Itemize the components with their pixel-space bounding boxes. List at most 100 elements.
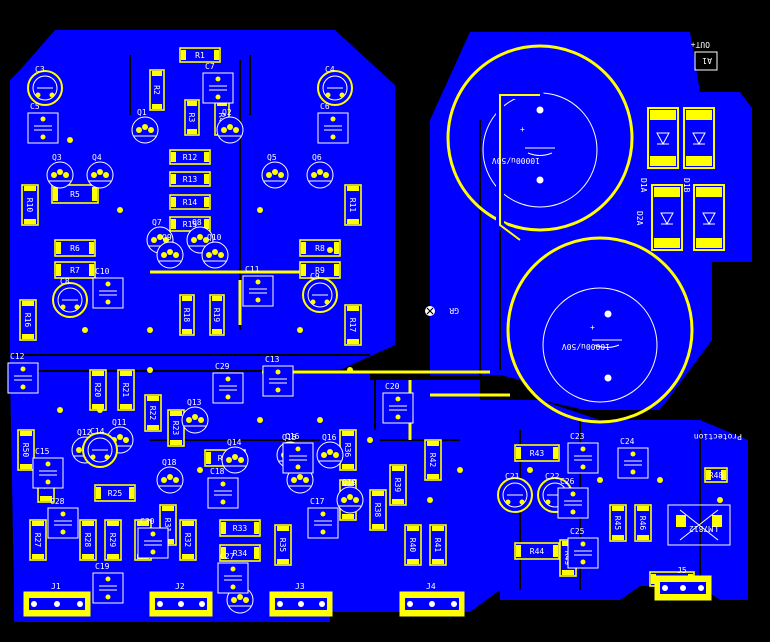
transistor-label: Q1 [137,108,147,117]
transistor-q13: Q13 [181,398,209,434]
resistor-r7: R7 [54,261,96,279]
transistor-label: Q16 [322,433,337,442]
capacitor-label: C6 [320,102,330,111]
transistor-label: Q8 [192,218,202,227]
resistor-r33: R33 [219,519,261,537]
capacitor-label: C30 [140,517,155,526]
transistor-label: Q3 [52,153,62,162]
transistor-q1: Q1 [131,108,159,144]
resistor-label: R48 [709,471,724,480]
resistor-r12: R12 [169,149,211,165]
capacitor-c12: C12 [7,352,39,394]
resistor-label: R13 [183,175,198,184]
resistor-r5: R5 [51,184,99,204]
protection-label: Protection [694,432,742,441]
resistor-r50: R50 [17,429,35,471]
connector-label: J5 [677,566,687,575]
resistor-label: R15 [183,220,198,229]
regulator-ic: LM7812 [667,504,731,546]
capacitor-c16: C16 [282,432,314,474]
resistor-label: R29 [108,533,117,548]
resistor-label: R1 [195,51,205,60]
transistor-q9: Q9 [156,233,184,269]
resistor-label: R6 [70,244,80,253]
via [327,247,333,253]
via [67,137,73,143]
resistor-r35: R35 [274,524,292,566]
resistor-r40: R40 [404,524,422,566]
capacitor-c29: C29 [212,362,244,404]
diode-d1a-label: D1A [639,178,648,193]
capacitor-label: C9 [310,272,320,281]
resistor-r10: R10 [21,184,39,226]
connector-j3: J3 [269,582,333,617]
via [117,207,123,213]
resistor-label: R12 [183,153,198,162]
transistor-q14: Q14 [221,438,249,474]
regulator-label: LM7812 [689,524,718,533]
via [197,467,203,473]
resistor-label: R11 [348,198,357,213]
via [82,327,88,333]
diode-d2a-label: D2A [635,211,644,226]
capacitor-c26: C26 [557,477,589,519]
capacitor-c14: C14 [82,427,118,468]
resistor-label: R35 [278,538,287,553]
ground-mark: GR [425,306,459,316]
svg-text:+: + [520,125,525,134]
resistor-label: R31 [163,518,172,533]
transistor-q6: Q6 [306,153,334,189]
connector-label: J3 [295,582,305,591]
c1-value: 10000u/50V [492,156,540,165]
transistor-q19: Q19 [336,478,364,514]
resistor-label: R43 [530,449,545,458]
resistor-r29: R29 [104,519,122,561]
resistor-r34: R34 [219,544,261,562]
via [57,407,63,413]
capacitor-label: C14 [90,427,105,436]
resistor-r13: R13 [169,171,211,187]
capacitor-label: C24 [620,437,635,446]
capacitor-c23: C23 [567,432,599,474]
transistor-q10: Q10 [201,233,229,269]
transistor-label: Q11 [112,418,127,427]
via [367,437,373,443]
resistor-r19: R19 [209,294,225,336]
capacitor-label: C28 [50,497,65,506]
resistor-label: R22 [148,406,157,421]
resistor-label: R36 [343,443,352,458]
resistor-label: R42 [428,453,437,468]
resistor-r3: R3 [184,99,200,136]
resistor-label: R39 [393,478,402,493]
transistor-q16: Q16 [316,433,344,469]
bridge-diodes: D1A D1B D2A [635,107,725,251]
capacitor-label: C8 [60,277,70,286]
resistor-label: R45 [613,516,622,531]
transistor-label: Q15 [282,433,297,442]
capacitor-label: C12 [10,352,25,361]
capacitor-label: C19 [95,562,110,571]
via [717,497,723,503]
resistor-r28: R28 [79,519,97,561]
capacitor-c28: C28 [47,497,79,539]
resistor-label: R32 [183,533,192,548]
resistor-r16: R16 [19,299,37,341]
resistor-label: R38 [373,503,382,518]
via [527,467,533,473]
connector-label: J1 [51,582,61,591]
board-title: OUT+ [691,40,710,49]
capacitor-c19: C19 [92,562,124,604]
transistor-q5: Q5 [261,153,289,189]
transistor-q18: Q18 [156,458,184,494]
ground-label: GR [449,306,459,315]
resistor-r32: R32 [179,519,197,561]
capacitor-label: C13 [265,355,280,364]
via [297,327,303,333]
capacitor-label: C3 [35,65,45,74]
resistor-r11: R11 [344,184,362,226]
transistor-label: Q18 [162,458,177,467]
connector-label: J2 [175,582,185,591]
capacitor-c9: C9 [302,272,338,313]
resistor-label: R21 [121,383,130,398]
